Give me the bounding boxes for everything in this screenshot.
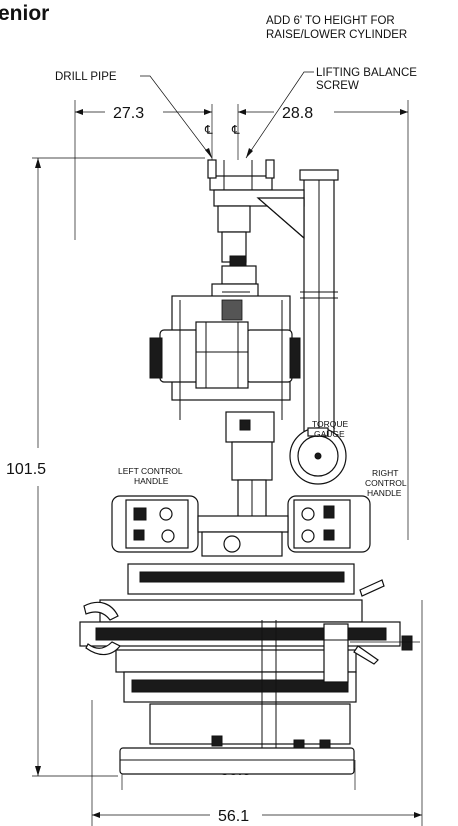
torque-gauge-label-2: GAUGE bbox=[314, 429, 345, 439]
drill-pipe-arrowhead bbox=[205, 148, 212, 158]
page-title: enior bbox=[0, 2, 49, 25]
torque-gauge-label-1: TORQUE bbox=[312, 419, 349, 429]
drill-pipe-label: DRILL PIPE bbox=[55, 71, 117, 83]
dimension-overall-width: 56.1 bbox=[218, 808, 249, 825]
lifting-balance-leader bbox=[245, 71, 314, 159]
machine-illustration bbox=[79, 159, 420, 775]
drill-pipe-callout: DRILL PIPE bbox=[55, 71, 213, 159]
right-handle-label-2: CONTROL bbox=[365, 478, 407, 488]
lifting-balance-callout: LIFTING BALANCE SCREW bbox=[245, 67, 417, 159]
note-line-1: ADD 6' TO HEIGHT FOR bbox=[266, 15, 395, 27]
top-dimension-lines bbox=[74, 100, 409, 540]
centerline-symbol-drill-pipe: ℄ bbox=[204, 123, 213, 137]
right-handle-label-3: HANDLE bbox=[367, 488, 402, 498]
dimension-right-offset: 28.8 bbox=[282, 105, 313, 122]
note-line-2: RAISE/LOWER CYLINDER bbox=[266, 29, 407, 41]
height-dimension-line bbox=[32, 157, 205, 777]
left-handle-label-1: LEFT CONTROL bbox=[118, 466, 183, 476]
left-handle-label-2: HANDLE bbox=[134, 476, 169, 486]
dimension-left-offset: 27.3 bbox=[113, 105, 144, 122]
dimension-height: 101.5 bbox=[6, 461, 46, 478]
right-handle-label-1: RIGHT bbox=[372, 468, 398, 478]
drill-pipe-leader bbox=[140, 75, 213, 159]
lifting-balance-label-2: SCREW bbox=[316, 80, 359, 92]
lifting-balance-label-1: LIFTING BALANCE bbox=[316, 67, 417, 79]
lifting-balance-arrowhead bbox=[246, 148, 253, 158]
centerline-symbol-balance-screw: ℄ bbox=[231, 123, 240, 137]
